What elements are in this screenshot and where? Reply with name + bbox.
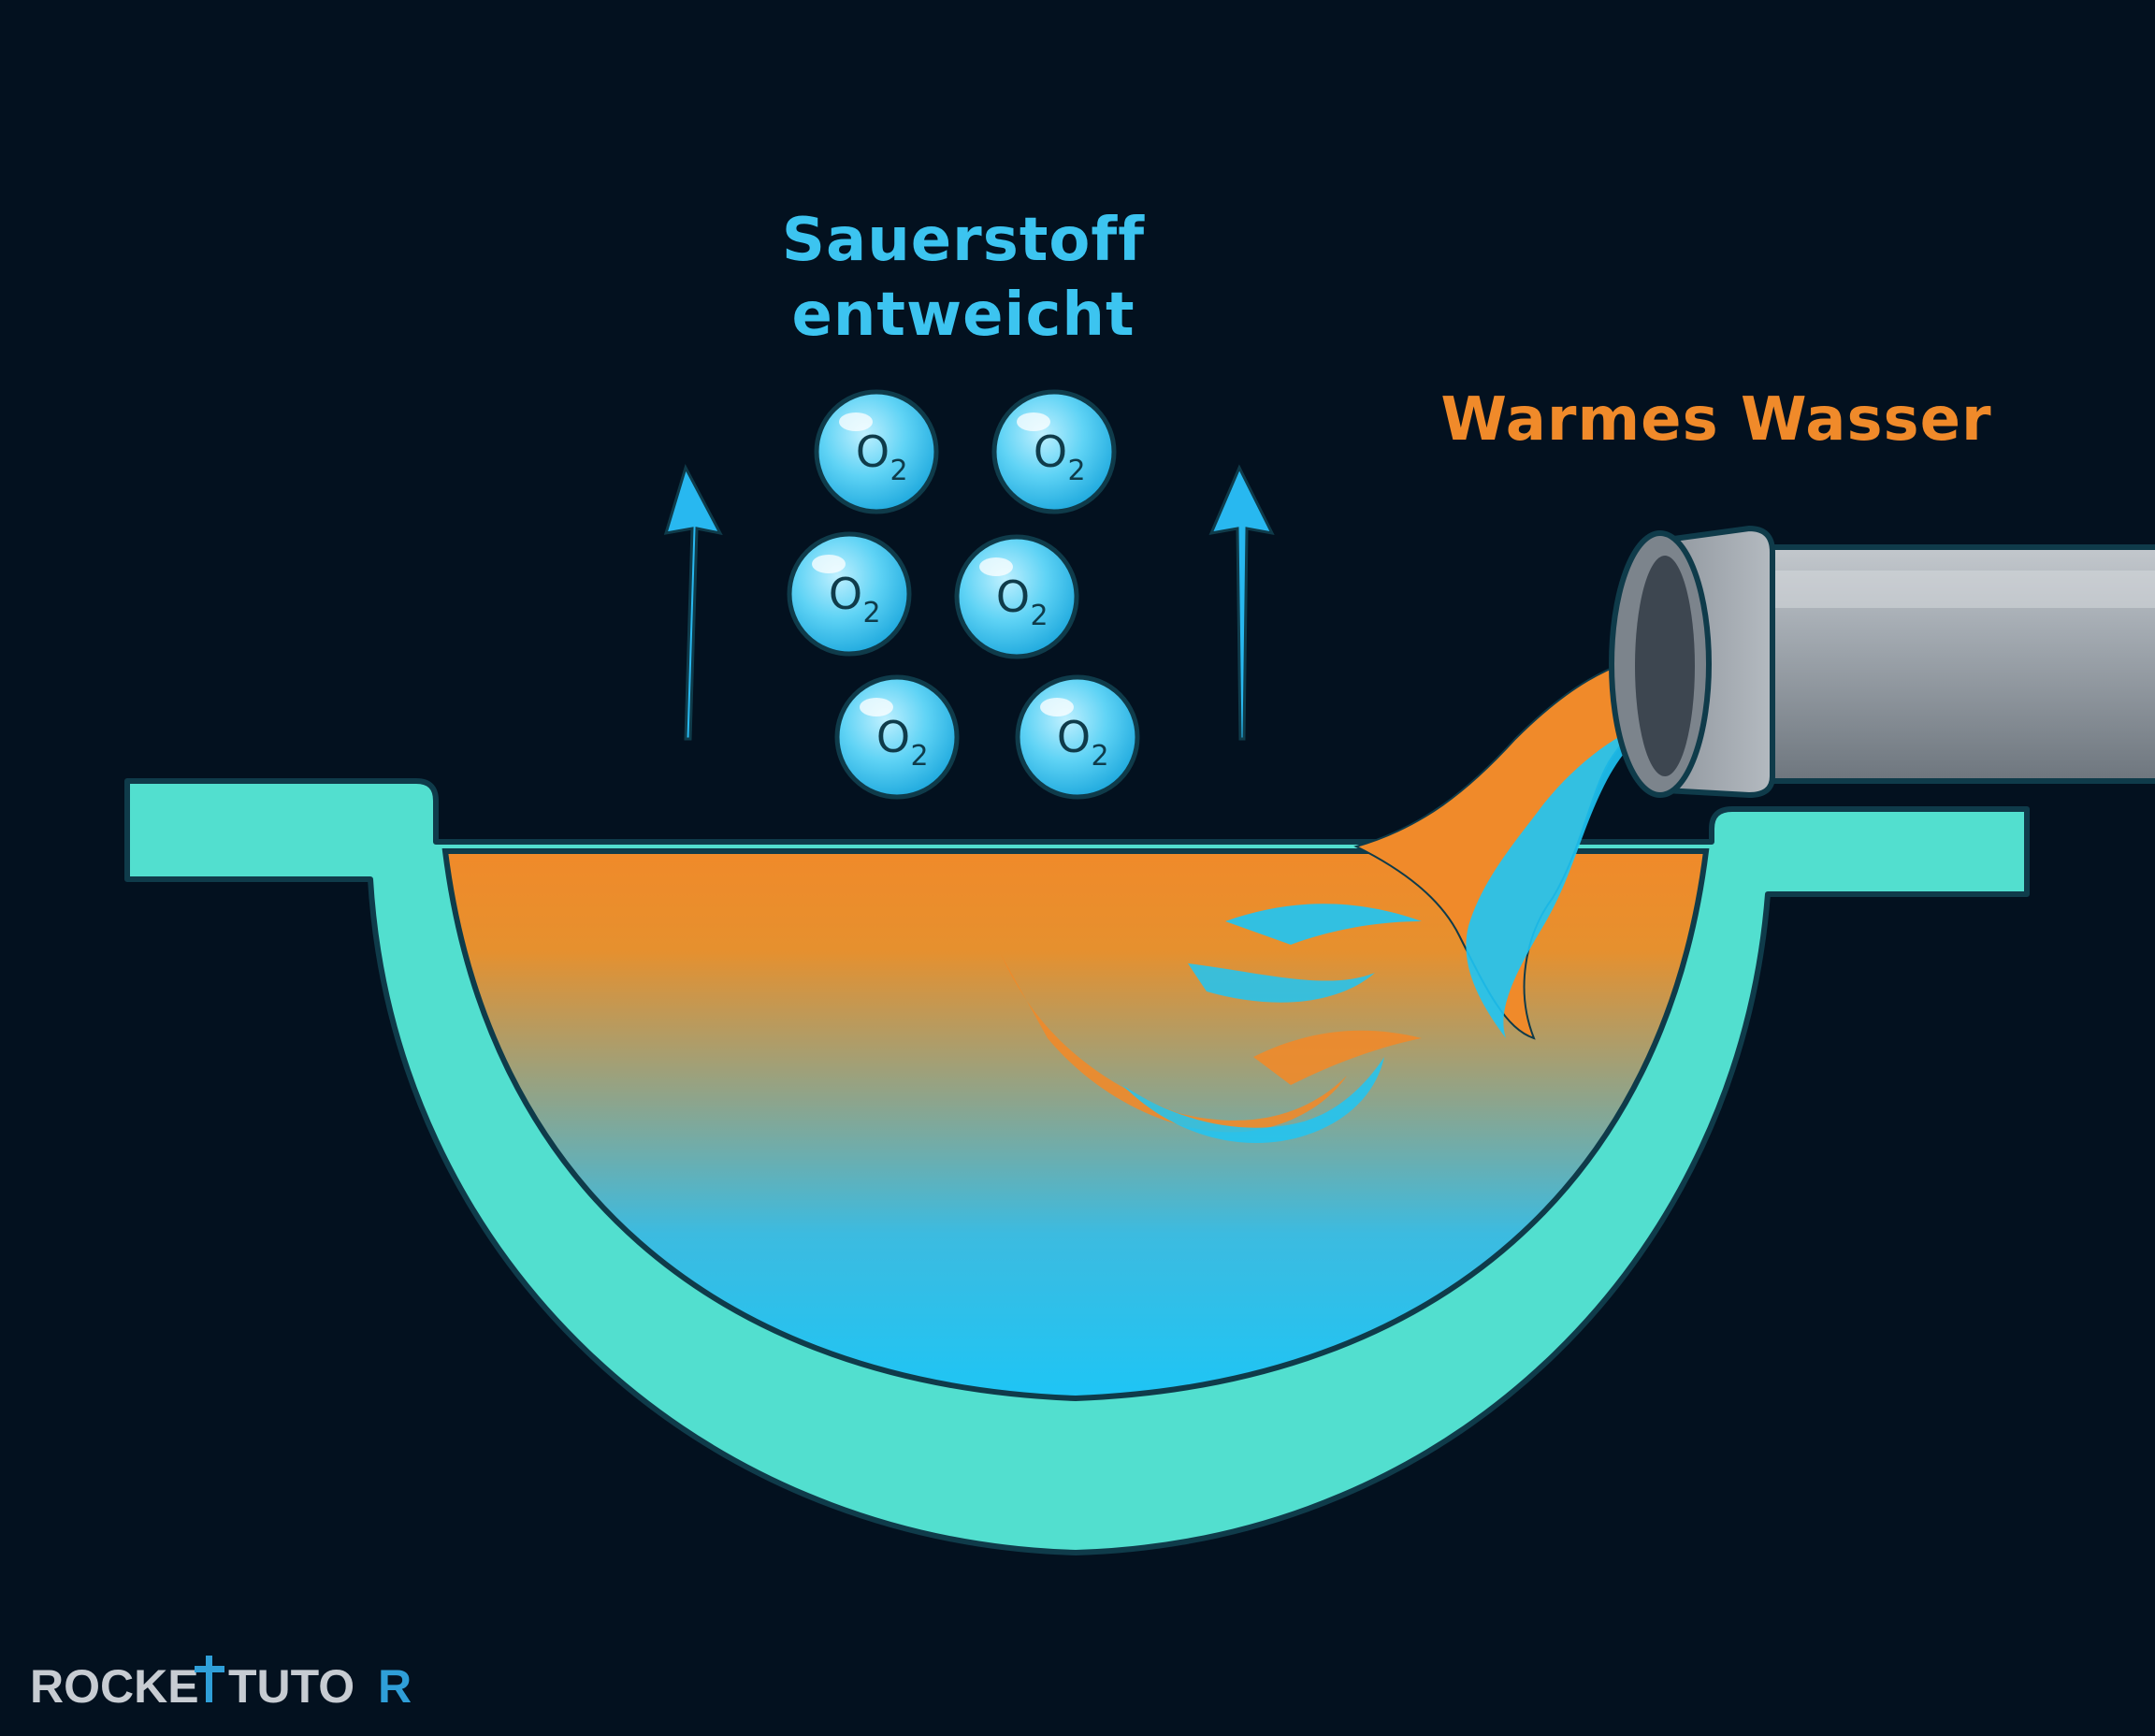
molecule-symbol: O [1057,712,1091,762]
logo-part1: ROCKE [30,1660,199,1713]
mixing-swirl [1001,904,1422,1143]
pipe-icon [1609,525,2155,799]
oxygen-bubble-icon: O 2 [954,534,1079,659]
molecule-symbol: O [1034,427,1067,477]
oxygen-bubble-icon: O 2 [991,389,1117,514]
molecule-symbol: O [829,569,862,619]
oxygen-bubble-icon: O 2 [814,389,939,514]
molecule-subscript: 2 [862,597,880,629]
logo-part2: TUTO [228,1660,354,1713]
rocketutor-logo: ROCKE TUTO R [30,1656,412,1713]
molecule-symbol: O [856,427,889,477]
logo-part3: R [378,1660,412,1713]
molecule-symbol: O [876,712,910,762]
cold-water-stream [1466,711,1679,1038]
warm-water-label: Warmes Wasser [1440,385,1991,455]
oxygen-bubble-icon: O 2 [1015,674,1140,800]
water-body [441,848,1710,1402]
oxygen-label-line1: Sauerstoff [782,206,1145,275]
oxygen-label-line2: entweicht [791,281,1135,350]
svg-text:TUTO: TUTO [228,1660,354,1713]
molecule-subscript: 2 [889,455,907,487]
arrow-up-icon [663,464,723,741]
oxygen-bubble-icon: O 2 [834,674,960,800]
oxygen-bubble-icon: O 2 [787,531,912,657]
molecule-subscript: 2 [1067,455,1085,487]
svg-text:ROCKE: ROCKE [30,1660,199,1713]
molecule-subscript: 2 [910,740,928,773]
molecule-subscript: 2 [1091,740,1108,773]
svg-text:R: R [378,1660,412,1713]
arrow-up-icon [1208,464,1275,741]
logo-cross-icon [195,1656,224,1702]
molecule-symbol: O [996,571,1030,622]
molecule-subscript: 2 [1030,600,1048,632]
